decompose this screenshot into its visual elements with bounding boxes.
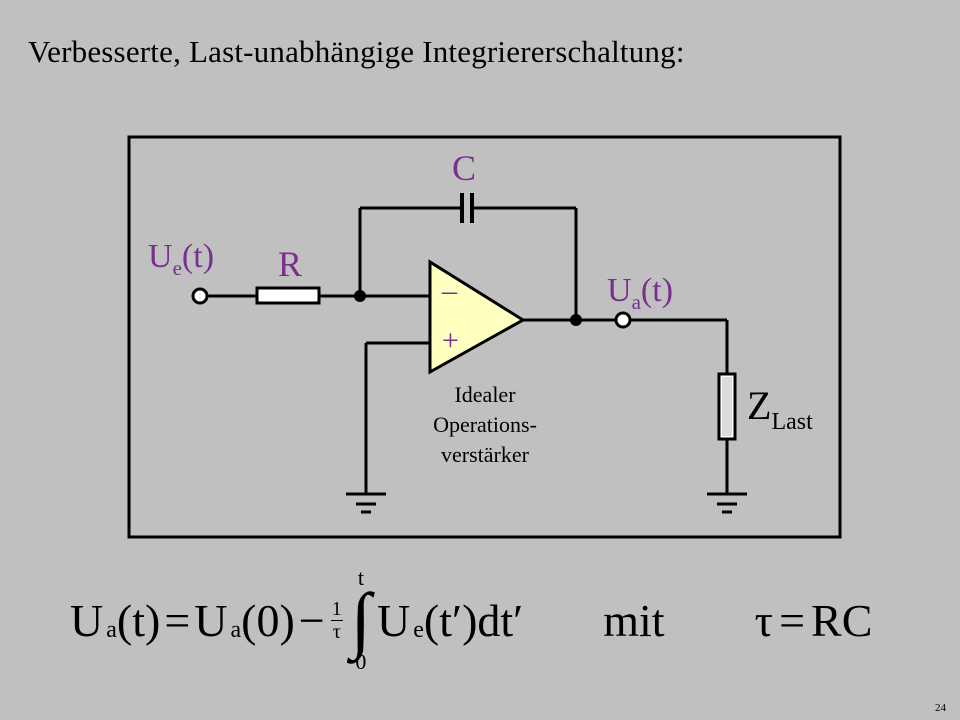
opamp-caption: Idealer Operations- verstärker	[396, 380, 574, 470]
label-resistor: R	[278, 244, 303, 284]
load-symbol: Z	[747, 383, 772, 428]
opamp-caption-line2: Operations-	[433, 412, 537, 437]
formula-rhs-arg: (0)	[241, 594, 295, 646]
label-input-voltage: Ue(t)	[148, 238, 215, 279]
formula-tau: τ	[754, 594, 774, 646]
formula-lhs-u: U	[70, 594, 105, 646]
output-voltage-subscript: a	[631, 290, 641, 314]
label-opamp-plus: +	[442, 324, 459, 357]
input-terminal	[191, 287, 209, 305]
label-load: ZLast	[747, 383, 813, 435]
label-opamp-minus: –	[442, 274, 457, 307]
formula-frac-den: τ	[332, 620, 341, 643]
formula-integrand-sub: e	[413, 616, 424, 643]
input-voltage-subscript: e	[172, 256, 182, 280]
formula-rhs-sub: a	[230, 616, 242, 643]
formula-lhs-sub: a	[106, 616, 117, 643]
formula-int-upper: t	[357, 565, 364, 590]
output-voltage-symbol: U	[607, 272, 632, 309]
formula-integral: t ∫ 0	[351, 567, 371, 673]
page-number: 24	[935, 702, 946, 714]
output-terminal	[614, 311, 632, 329]
opamp-triangle	[428, 259, 526, 375]
input-voltage-arg: (t)	[181, 238, 215, 275]
resistor-r	[255, 286, 321, 305]
integrator-formula: U a (t) = U a (0) − 1 τ t ∫ 0 U e (t′)dt…	[70, 560, 900, 680]
label-capacitor: C	[452, 148, 477, 188]
formula-rc: RC	[811, 594, 873, 646]
formula-equals-2: =	[779, 594, 806, 646]
opamp-caption-line3: verstärker	[441, 442, 529, 467]
formula-integrand-arg: (t′)dt′	[423, 594, 524, 646]
integral-sign-icon: ∫	[350, 579, 372, 661]
formula-integrand-u: U	[377, 594, 412, 646]
formula-int-lower: 0	[355, 649, 367, 674]
formula-rhs-u: U	[194, 594, 229, 646]
formula-fraction: 1 τ	[330, 597, 343, 643]
formula-lhs-arg: (t)	[116, 594, 161, 646]
slide-title: Verbesserte, Last-unabhängige Integriere…	[28, 34, 685, 69]
input-voltage-symbol: U	[148, 238, 173, 275]
output-voltage-arg: (t)	[640, 272, 674, 309]
circuit-frame	[127, 135, 842, 539]
junction-output	[570, 314, 582, 326]
formula-minus: −	[298, 594, 325, 646]
formula-frac-num: 1	[331, 597, 342, 620]
formula-equals: =	[164, 594, 191, 646]
load-subscript: Last	[771, 409, 813, 435]
formula-mit: mit	[603, 594, 665, 646]
label-output-voltage: Ua(t)	[607, 272, 674, 313]
opamp-caption-line1: Idealer	[454, 382, 516, 407]
